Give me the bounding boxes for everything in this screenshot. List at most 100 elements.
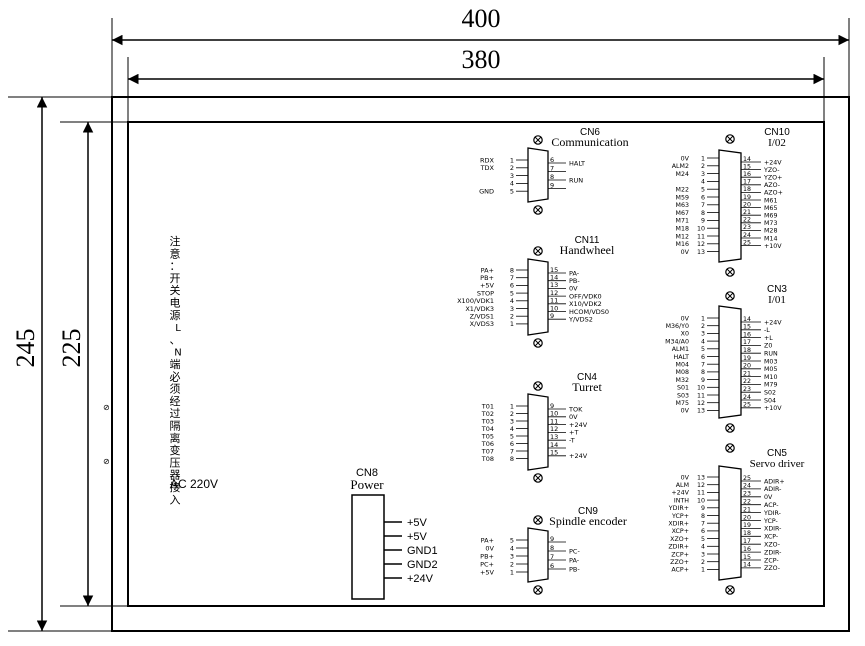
pin-label: XZO+: [670, 536, 689, 543]
notice-char: 入: [170, 493, 181, 506]
pin-number: 14: [743, 562, 751, 569]
pin-number: 1: [510, 156, 514, 164]
pin-label: HALT: [569, 159, 585, 167]
pin-number: 9: [550, 535, 554, 543]
pin-number: 3: [701, 331, 705, 338]
pin-label: ZCP-: [764, 557, 779, 564]
pin-label: YCP-: [763, 518, 778, 525]
outer-frame: [111, 96, 850, 632]
dim-245-label: 245: [11, 329, 40, 368]
pin-number: 8: [550, 173, 554, 181]
pin-label: M22: [676, 187, 689, 194]
pin-number: 12: [697, 241, 705, 248]
notice-char: 关: [170, 283, 181, 297]
pin-label: ACP+: [671, 567, 689, 574]
pin-number: 2: [510, 313, 514, 321]
pin-number: 6: [701, 528, 705, 535]
pin-label: RDX: [480, 156, 495, 164]
cn9-title: CN9: [578, 506, 598, 517]
notice-char: 过: [170, 407, 181, 420]
notice-char: N: [174, 348, 181, 359]
notice-char: 变: [170, 443, 181, 457]
pin-label: X/VDS3: [470, 320, 494, 328]
pin-number: 1: [701, 567, 705, 574]
cn9-shell: [527, 527, 549, 583]
pin-number: 8: [510, 266, 514, 274]
pin-label: +24V: [569, 421, 588, 429]
screw-mark: [726, 424, 734, 432]
pin-label: X100/VDK1: [457, 297, 494, 305]
pin-label: +5V: [480, 568, 495, 576]
pin-label: AZO+: [764, 190, 783, 197]
pin-label: XCP-: [764, 534, 778, 541]
pin-number: 11: [697, 490, 705, 497]
pin-label: +10V: [764, 243, 782, 250]
pin-number: 9: [701, 218, 705, 225]
pin-label: X0: [681, 331, 689, 338]
pin-label: XDIR-: [764, 526, 781, 533]
pin-number: 7: [550, 553, 554, 561]
pin-label: +5V: [480, 282, 495, 290]
notice-char: 开: [170, 272, 181, 285]
pin-label: M34/A0: [665, 338, 689, 345]
pin-number: 8: [701, 210, 705, 217]
pin-number: 7: [510, 447, 514, 455]
pin-number: 18: [743, 347, 751, 354]
pin-label: 0V: [681, 474, 690, 481]
pin-label: AZO-: [764, 182, 780, 189]
pin-number: 18: [743, 186, 751, 193]
notice-char: 注: [170, 234, 181, 248]
pin-label: ZDIR-: [764, 549, 781, 556]
pin-number: 24: [743, 394, 751, 401]
pin-number: 10: [697, 385, 705, 392]
pin-label: +T: [569, 429, 578, 437]
pin-number: 14: [550, 274, 558, 282]
cn4-subtitle: Turret: [572, 380, 602, 394]
screw-mark: [534, 474, 542, 482]
cn6-subtitle: Communication: [551, 135, 628, 149]
pin-label: OFF/VDK0: [569, 292, 602, 300]
cn6-title: CN6: [580, 127, 600, 138]
screw-mark: [534, 206, 542, 214]
pin-label: T04: [481, 425, 494, 433]
pin-number: 3: [701, 551, 705, 558]
pin-label: +10V: [764, 405, 782, 412]
cn10-title: CN10: [764, 127, 790, 138]
pin-number: 7: [701, 521, 705, 528]
pin-number: 1: [510, 320, 514, 328]
cn9-subtitle: Spindle encoder: [549, 514, 627, 528]
pin-number: 14: [743, 156, 751, 163]
cn8-subtitle: Power: [350, 477, 384, 492]
pin-label: +24V: [671, 490, 689, 497]
pin-number: 12: [550, 289, 558, 297]
pin-number: 7: [510, 274, 514, 282]
notice-char: 源: [170, 308, 181, 322]
pin-label: S04: [764, 397, 776, 404]
pin-label: ZDIR+: [668, 544, 689, 551]
pin-label: M28: [764, 228, 777, 235]
pin-label: 0V: [569, 285, 578, 293]
pin-number: 17: [743, 538, 751, 545]
pin-label: M67: [676, 210, 689, 217]
pin-label: -L: [764, 327, 770, 334]
cn8-title: CN8: [356, 467, 378, 479]
pin-number: 19: [743, 355, 751, 362]
pin-label: ZCP+: [671, 551, 689, 558]
notice-char: 压: [170, 456, 181, 469]
notice-char: 电: [170, 297, 181, 310]
pin-number: 13: [550, 281, 558, 289]
pin-label: GND: [479, 188, 494, 196]
pin-number: 12: [697, 482, 705, 489]
pin-label: ADIR+: [764, 478, 785, 485]
pin-label: STOP: [477, 289, 494, 297]
notice-char: 、: [170, 333, 181, 346]
screw-mark: [534, 382, 542, 390]
pin-label: PC+: [480, 560, 494, 568]
pin-label: T05: [481, 432, 494, 440]
pin-number: 8: [701, 513, 705, 520]
pin-label: YDIR+: [668, 505, 689, 512]
